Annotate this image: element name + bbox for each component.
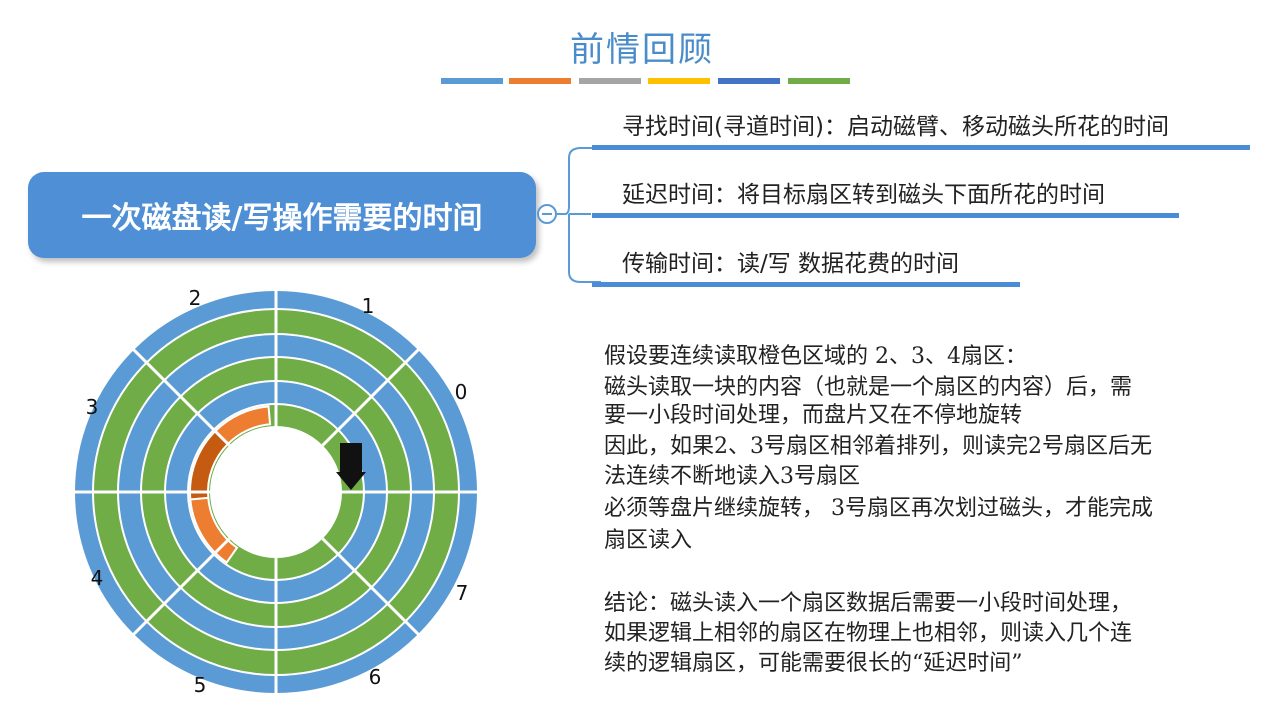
explanation-line: 法连续不断地读入3号扇区 bbox=[604, 464, 860, 489]
sector-label-3: 3 bbox=[86, 395, 99, 419]
color-bar bbox=[648, 78, 710, 84]
sector-4-highlight bbox=[189, 496, 239, 564]
sector-label-2: 2 bbox=[189, 286, 202, 310]
explanation-line: 必须等盘片继续旋转， 3号扇区再次划过磁头，才能完成 bbox=[604, 496, 1153, 521]
branch-seek-time[interactable]: 寻找时间(寻道时间)：启动磁臂、移动磁头所花的时间 bbox=[622, 114, 1169, 140]
branch-latency-time[interactable]: 延迟时间：将目标扇区转到磁头下面所花的时间 bbox=[622, 182, 1105, 208]
main-topic-node[interactable]: 一次磁盘读/写操作需要的时间 bbox=[28, 172, 536, 258]
explanation-line: 扇区读入 bbox=[604, 528, 693, 553]
branch-transfer-time[interactable]: 传输时间：读/写 数据花费的时间 bbox=[622, 251, 960, 277]
explanation-line: 磁头读取一块的内容（也就是一个扇区的内容）后，需 bbox=[604, 375, 1133, 400]
conclusion-line: 续的逻辑扇区，可能需要很长的“延迟时间” bbox=[604, 651, 1023, 676]
color-bar bbox=[579, 78, 641, 84]
color-bar bbox=[441, 78, 503, 84]
page-title: 前情回顾 bbox=[570, 30, 714, 70]
disk-platter-diagram: 0 1 2 3 4 5 6 7 bbox=[73, 286, 479, 697]
explanation-line: 要一小段时间处理，而盘片又在不停地旋转 bbox=[604, 403, 1023, 428]
color-bar bbox=[718, 78, 780, 84]
read-head-arrow bbox=[336, 472, 366, 490]
sector-label-6: 6 bbox=[369, 665, 382, 689]
color-bar bbox=[788, 78, 850, 84]
branch-underline bbox=[592, 282, 1020, 287]
sector-divider bbox=[132, 348, 231, 447]
sector-label-4: 4 bbox=[91, 566, 104, 590]
collapse-toggle-button[interactable] bbox=[537, 204, 557, 224]
color-bar bbox=[509, 78, 571, 84]
main-topic-label: 一次磁盘读/写操作需要的时间 bbox=[81, 201, 483, 236]
sector-label-7: 7 bbox=[456, 581, 469, 605]
disk-center-hole bbox=[210, 426, 342, 558]
explanation-line: 假设要连续读取橙色区域的 2、3、4扇区： bbox=[604, 344, 1027, 369]
read-head bbox=[340, 443, 362, 473]
conclusion-line: 如果逻辑上相邻的扇区在物理上也相邻，则读入几个连 bbox=[604, 621, 1133, 646]
sector-label-5: 5 bbox=[194, 673, 207, 697]
explanation-line: 因此，如果2、3号扇区相邻着排列，则读完2号扇区后无 bbox=[604, 434, 1152, 459]
branch-underline bbox=[592, 213, 1179, 218]
mindmap-connector bbox=[557, 147, 601, 283]
sector-label-0: 0 bbox=[455, 380, 468, 404]
sector-divider bbox=[132, 537, 231, 636]
conclusion-line: 结论：磁头读入一个扇区数据后需要一小段时间处理， bbox=[604, 591, 1133, 616]
sector-label-1: 1 bbox=[362, 294, 375, 318]
sector-divider bbox=[321, 348, 420, 447]
branch-underline bbox=[592, 145, 1250, 150]
sector-divider bbox=[321, 537, 420, 636]
